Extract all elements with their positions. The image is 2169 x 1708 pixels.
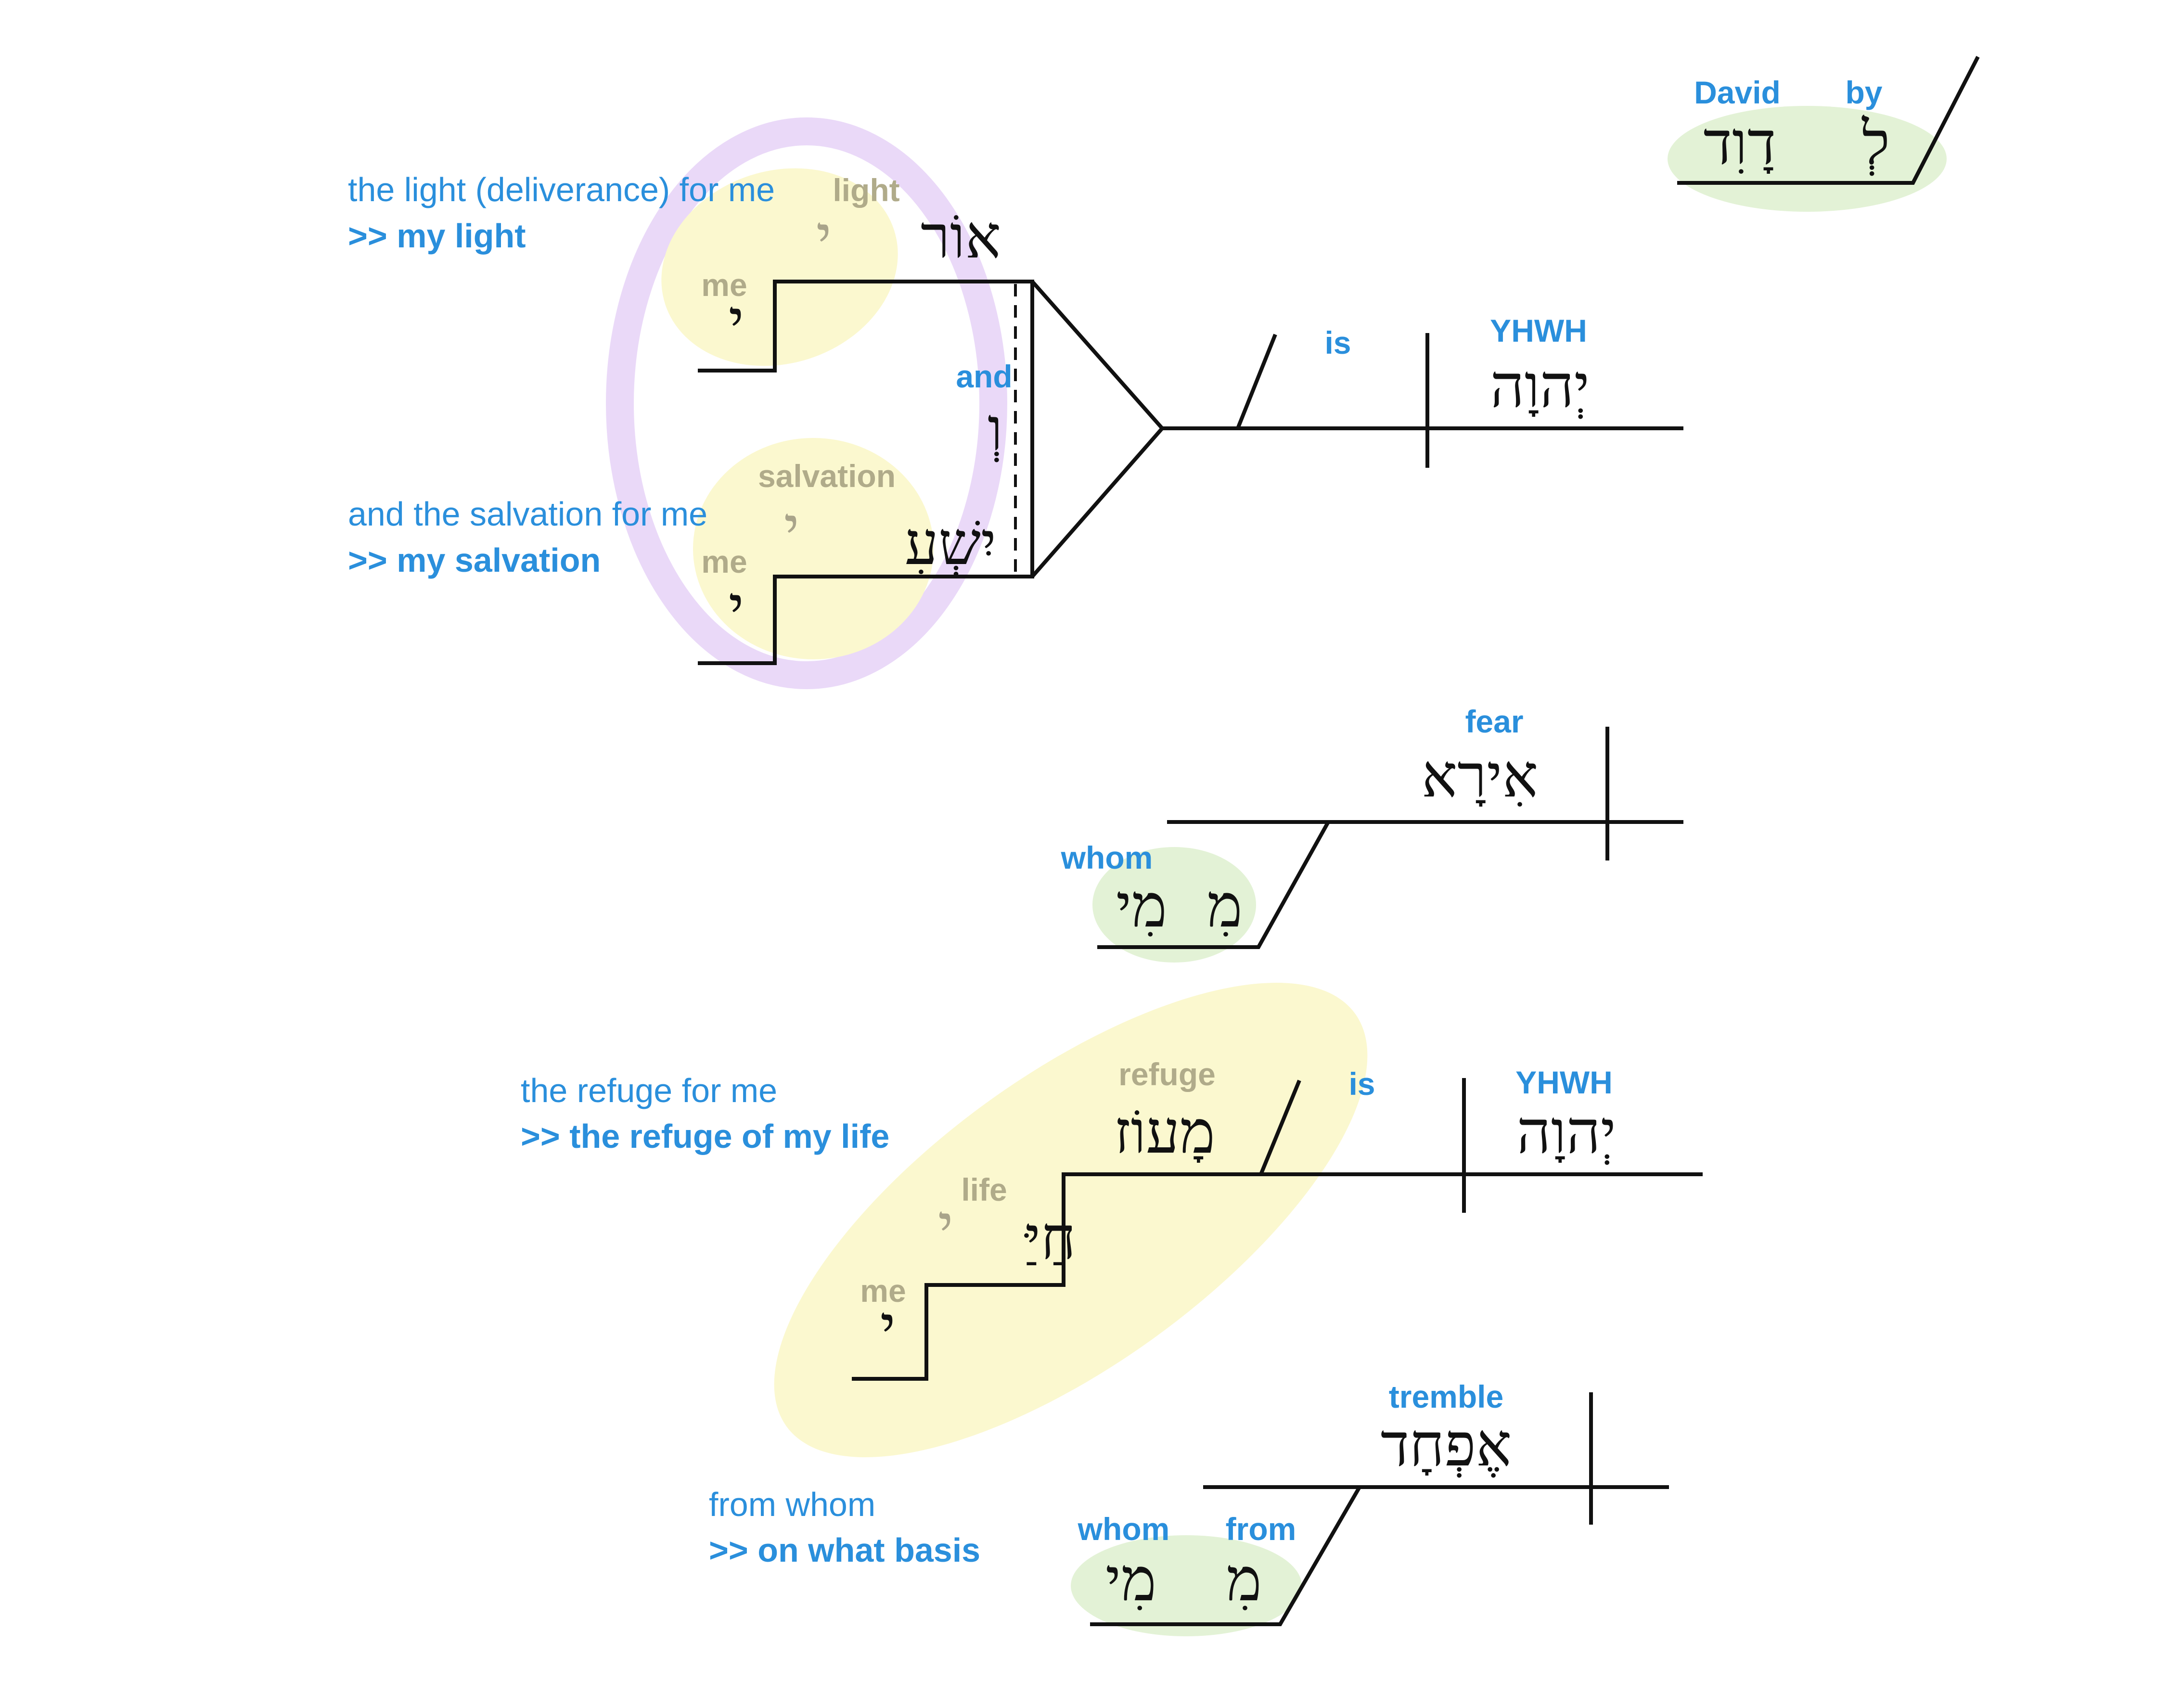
paraphrase-refuge-of-life: >> the refuge of my life xyxy=(521,1117,889,1155)
refuge-step xyxy=(852,1172,1703,1381)
gloss-salvation: salvation xyxy=(758,458,896,494)
hebrew-from-4: מִ xyxy=(1226,1545,1262,1615)
gloss-yhwh-1: YHWH xyxy=(1490,313,1587,348)
hebrew-me-2: י xyxy=(729,573,744,642)
david-highlight xyxy=(1668,106,1947,212)
translation-light: the light (deliverance) for me xyxy=(348,171,775,208)
purple-group-outline xyxy=(606,117,1007,689)
predicate-slash-3 xyxy=(1259,1079,1301,1175)
gloss-is-3: is xyxy=(1348,1066,1375,1102)
gloss-me-1: me xyxy=(701,267,747,303)
diagram-lines xyxy=(698,56,1980,1626)
hebrew-salvation-suffix: י xyxy=(784,494,800,563)
compound-subject-fork xyxy=(1030,280,1165,578)
gloss-fear: fear xyxy=(1465,704,1523,739)
hebrew-tremble: אֶפְחָד xyxy=(1381,1411,1512,1480)
gloss-refuge: refuge xyxy=(1118,1056,1216,1092)
david-line xyxy=(1677,56,1980,185)
hebrew-and: וְ xyxy=(988,395,1003,464)
hebrew-refuge: מָעוֹז xyxy=(1114,1098,1215,1167)
paraphrase-my-light: >> my light xyxy=(348,217,526,255)
light-step xyxy=(698,280,1034,665)
whom-highlight-1 xyxy=(1092,847,1256,963)
hebrew-yhwh-1: יְהוָה xyxy=(1490,352,1590,421)
hebrew-me-1: י xyxy=(729,287,744,356)
gloss-david: David xyxy=(1694,75,1781,110)
translation-salvation: and the salvation for me xyxy=(348,495,707,533)
hebrew-light: אוֹר xyxy=(921,203,1001,272)
gloss-whom-4: whom xyxy=(1078,1511,1170,1547)
paraphrase-my-salvation: >> my salvation xyxy=(348,541,601,579)
paraphrase-on-what-basis: >> on what basis xyxy=(709,1531,980,1569)
gloss-whom-1: whom xyxy=(1061,840,1153,875)
hebrew-from-1: מִ xyxy=(1207,872,1243,941)
gloss-from-4: from xyxy=(1226,1511,1296,1547)
hebrew-salvation: יִשְׁעִ xyxy=(905,509,996,578)
hebrew-me-3: י xyxy=(880,1293,896,1362)
hebrew-life: חַיַּ xyxy=(1024,1204,1076,1273)
gloss-me-3: me xyxy=(860,1273,906,1309)
hebrew-light-suffix: י xyxy=(816,203,832,272)
gloss-me-2: me xyxy=(701,544,747,579)
whom-from-highlight xyxy=(1071,1535,1302,1636)
translation-refuge: the refuge for me xyxy=(521,1072,777,1109)
translation-from-whom: from whom xyxy=(709,1486,875,1523)
from-whom-modifier-line xyxy=(1090,1486,1361,1626)
hebrew-whom-1: מִי xyxy=(1116,872,1167,941)
salvation-highlight xyxy=(693,438,934,659)
gloss-by: by xyxy=(1845,75,1882,110)
light-highlight xyxy=(661,168,898,366)
hebrew-whom-4: מִי xyxy=(1105,1545,1156,1615)
hebrew-david: דָוִד xyxy=(1703,109,1776,178)
gloss-yhwh-3: YHWH xyxy=(1515,1065,1613,1100)
refuge-highlight xyxy=(774,983,1368,1457)
gloss-life: life xyxy=(961,1172,1007,1207)
hebrew-fear: אִירָא xyxy=(1422,742,1538,811)
gloss-is-1: is xyxy=(1324,325,1351,360)
whom-modifier-line xyxy=(1097,821,1330,949)
gloss-and: and xyxy=(956,359,1012,394)
hebrew-yhwh-3: יְהוָה xyxy=(1517,1098,1617,1167)
hebrew-lamed: לְ xyxy=(1861,109,1890,178)
gloss-tremble: tremble xyxy=(1389,1379,1503,1414)
gloss-light: light xyxy=(833,172,899,208)
hebrew-life-suffix: י xyxy=(938,1192,954,1261)
predicate-slash-1 xyxy=(1236,334,1277,429)
